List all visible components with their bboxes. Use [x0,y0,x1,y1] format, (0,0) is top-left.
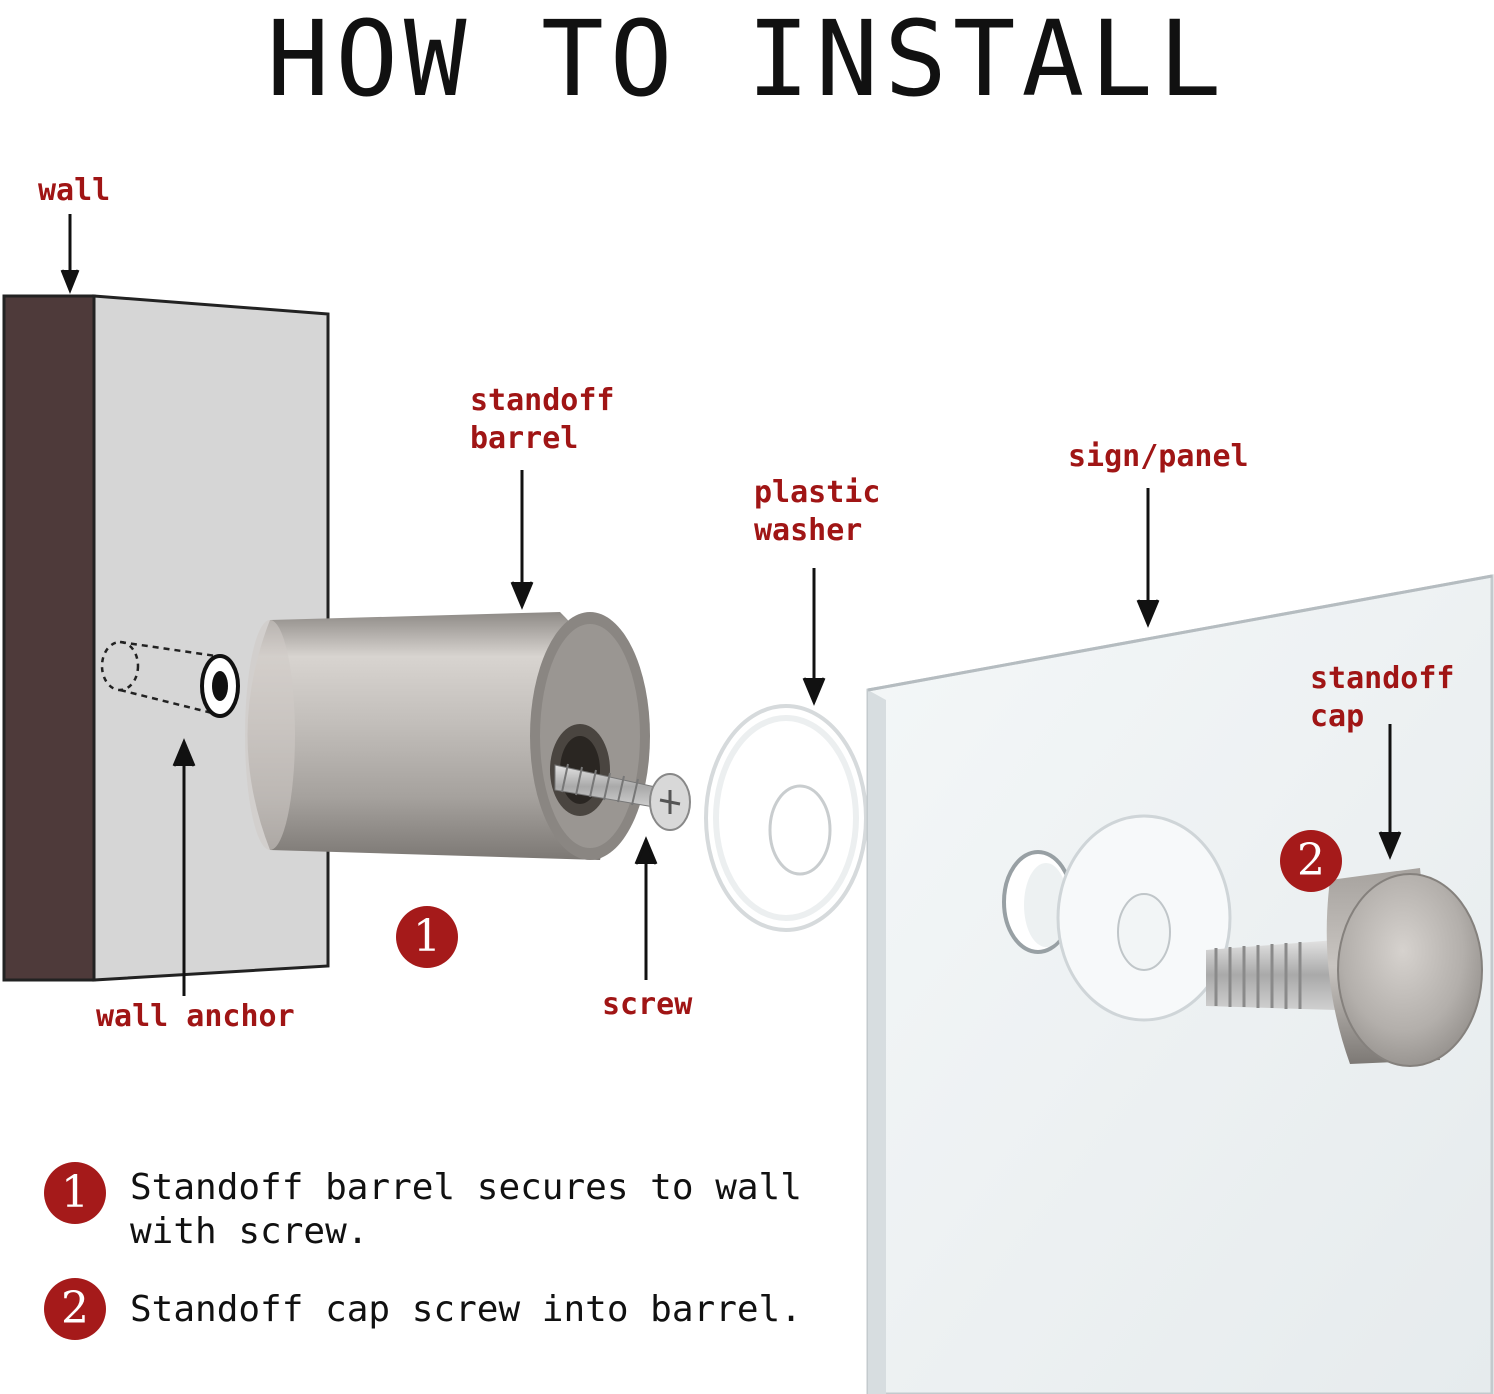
screw [554,763,691,831]
down-arrow-icon [510,581,534,610]
plastic-washer [704,704,868,932]
label-wall: wall [38,173,111,208]
down-arrow-icon [802,677,826,706]
standoff-barrel [245,612,650,860]
legend-step-1: Standoff barrel secures to wall with scr… [130,1167,802,1252]
step-badge-1: 1 [396,906,458,968]
up-arrow-icon [634,836,658,865]
step-badge-2: 2 [1280,830,1342,892]
up-arrow-icon [172,738,196,767]
wall-block [2,294,330,982]
down-arrow-icon [1136,599,1160,628]
label-screw: screw [602,987,693,1022]
standoff-cap [1206,868,1483,1067]
label-sign-panel: sign/panel [1068,439,1249,474]
down-arrow-icon [1378,831,1402,860]
down-arrow-icon [60,269,80,295]
legend-badge-2: 2 [44,1278,106,1340]
wall-anchor [100,640,240,718]
label-standoff-barrel: standoff barrel [470,383,615,456]
legend-badge-1: 1 [44,1162,106,1224]
arrows [60,214,1402,996]
label-wall-anchor: wall anchor [96,999,295,1034]
page-title: HOW TO INSTALL [266,0,1228,120]
panel-washer [1056,814,1232,1022]
label-standoff-cap: standoff cap [1310,661,1455,734]
label-plastic-washer: plastic washer [754,475,881,548]
legend-step-2: Standoff cap screw into barrel. [130,1289,802,1330]
